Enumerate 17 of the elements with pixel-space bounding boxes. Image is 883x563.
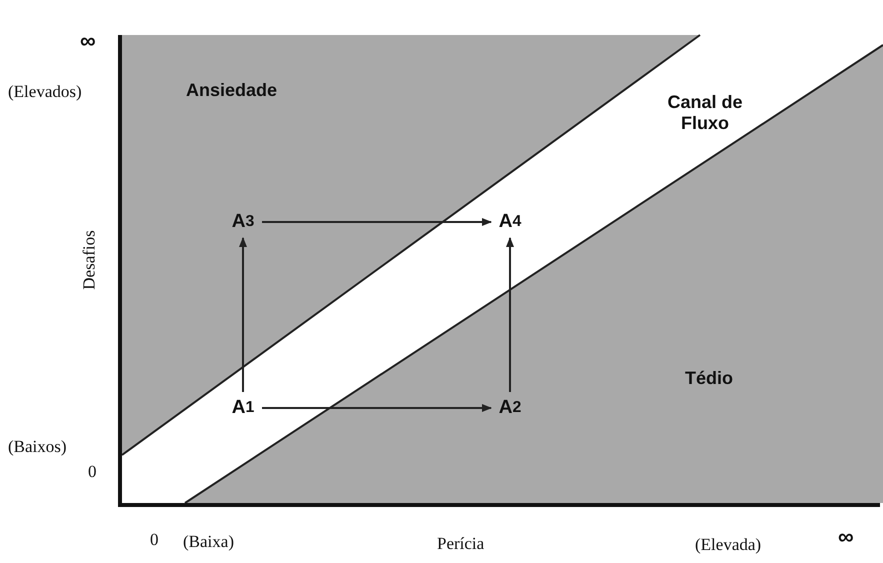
arrow [239,237,247,392]
infinity-symbol: ∞ [80,28,96,54]
axis-title: Desafios [80,230,100,290]
arrow [262,218,492,226]
infinity-symbol: ∞ [838,524,854,550]
tick-label: 0 [150,530,158,550]
arrow [506,237,514,392]
axis-label: (Baixa) [183,532,234,552]
region-label: Ansiedade [186,80,278,101]
axis-label: (Elevada) [695,535,762,555]
axis-label: (Baixos) [8,437,67,457]
region-label: Canal de Fluxo [666,92,744,134]
tick-label: 0 [88,462,96,482]
region-label: Tédio [685,368,733,389]
axis-title: Perícia [437,534,484,554]
axis-label: (Elevados) [8,82,82,102]
arrow [262,404,492,412]
